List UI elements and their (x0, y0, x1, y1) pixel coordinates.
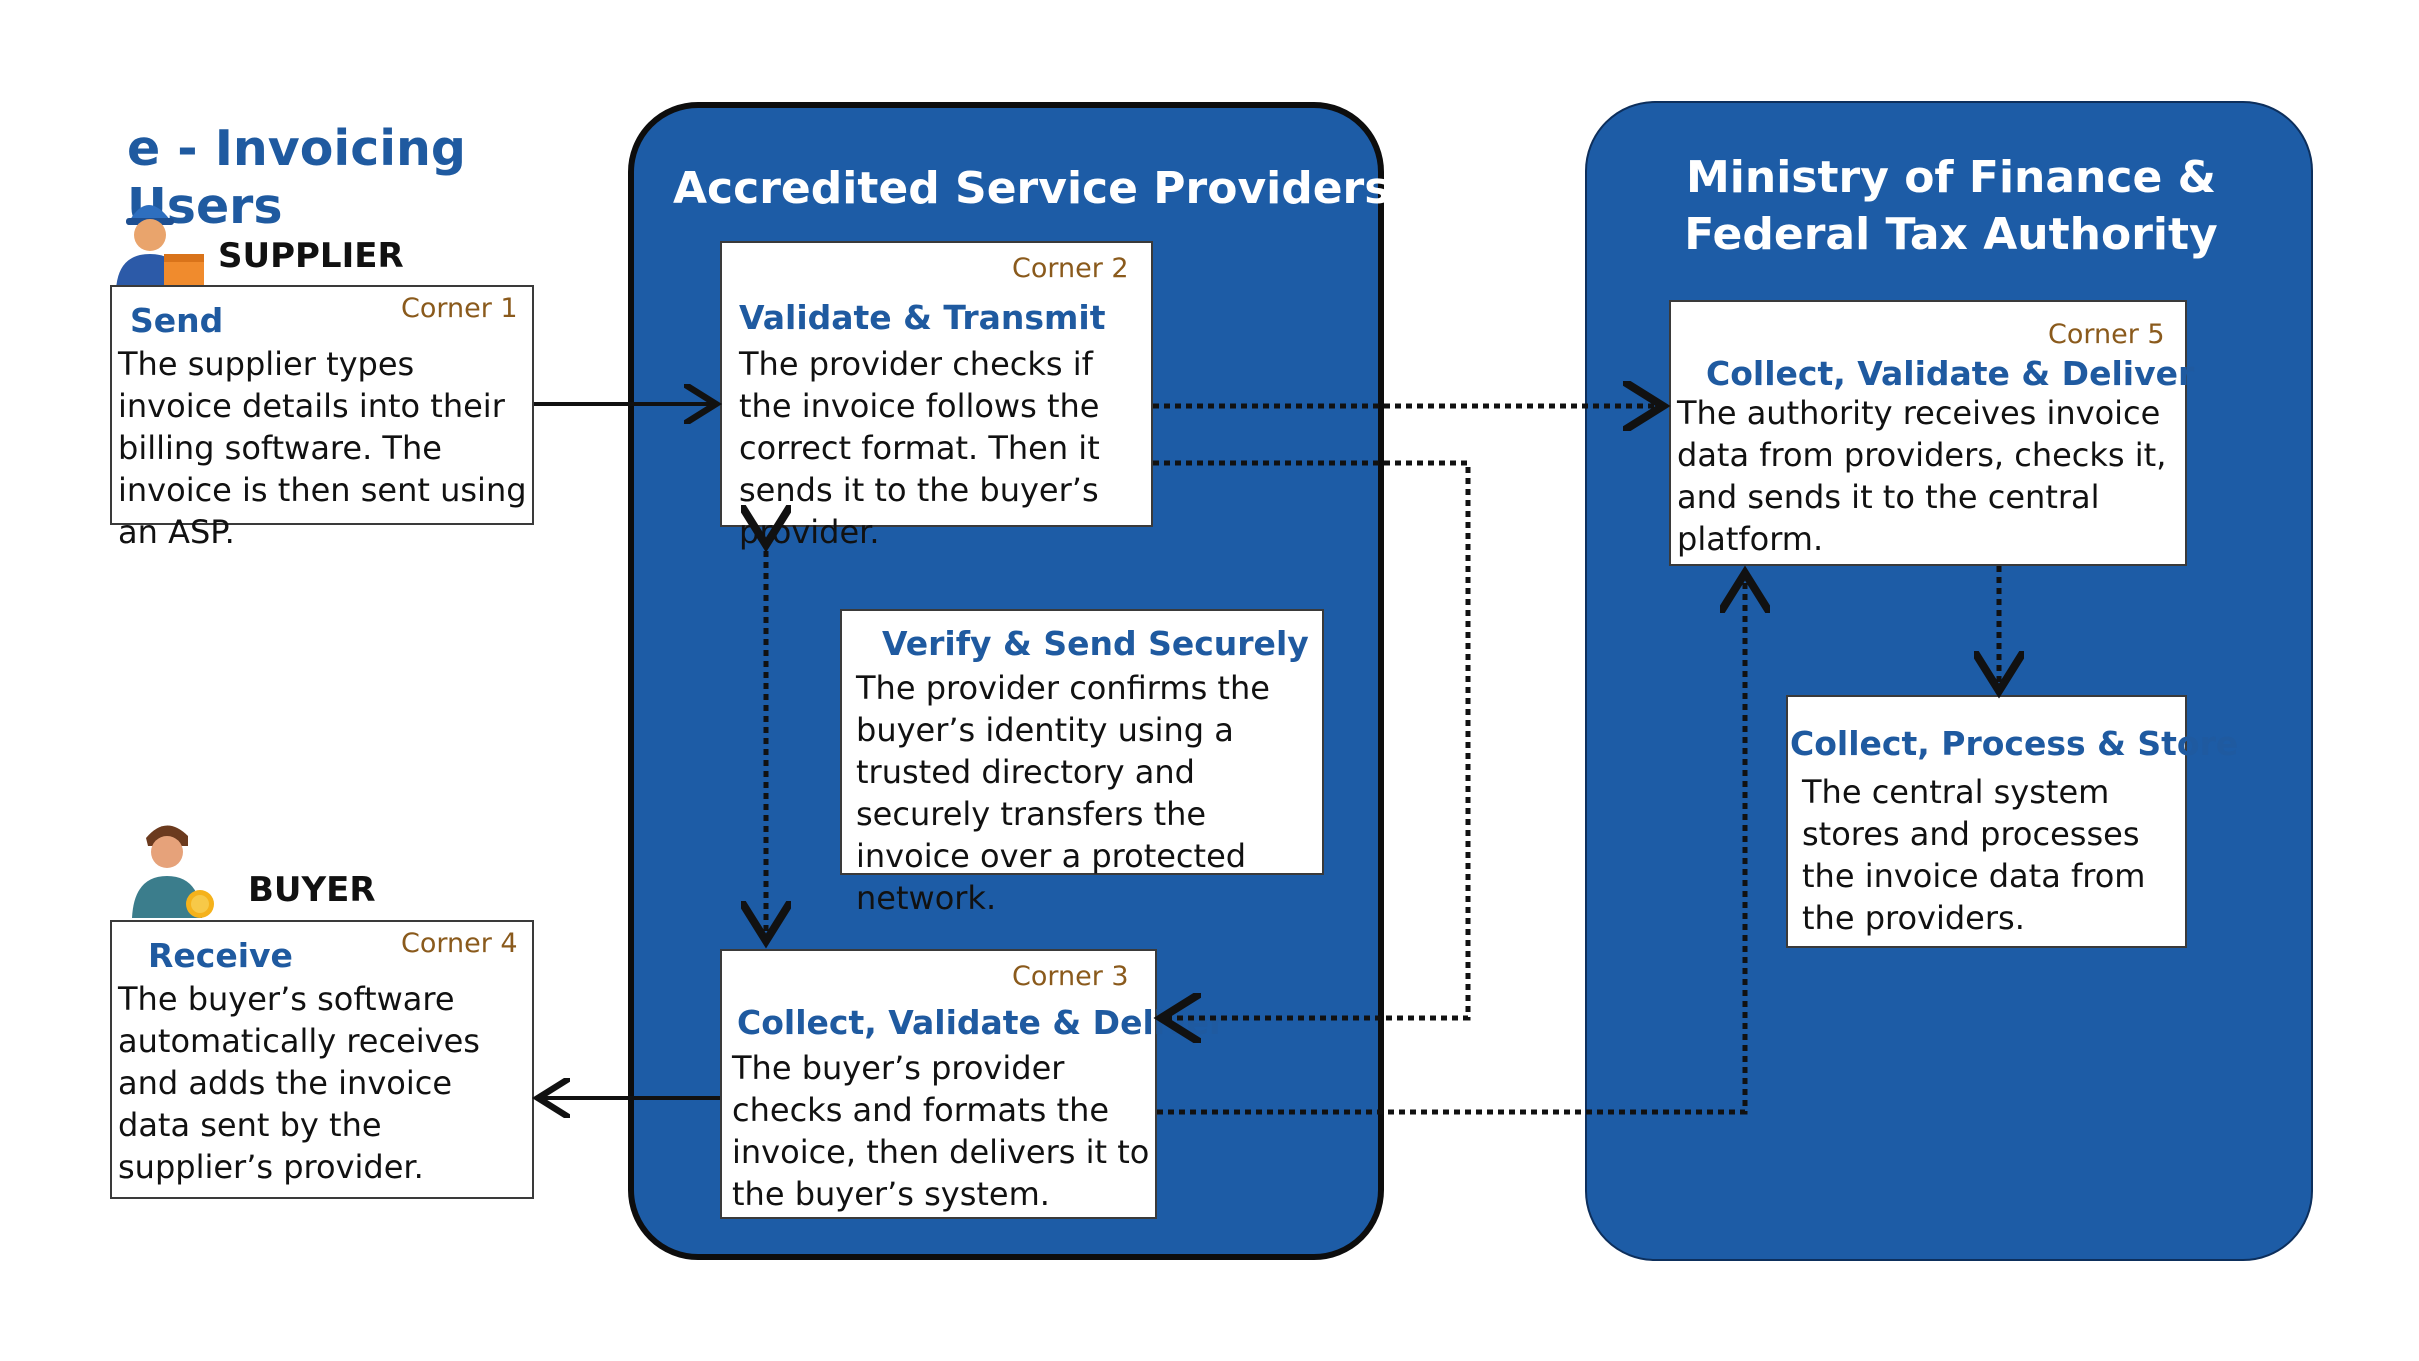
box-description: The provider confirms the buyer’s identi… (856, 669, 1270, 917)
corner-label: Corner 2 (1012, 253, 1129, 284)
buyer-provider-to-authority-arrow (1157, 578, 1745, 1115)
box-title: Collect, Process & Store (1790, 724, 2239, 763)
page-title: e - Invoicing Users (127, 120, 467, 235)
box-title: Verify & Send Securely (882, 624, 1309, 663)
box-title: Collect, Validate & Deliver (737, 1003, 1226, 1042)
box-description: The buyer’s provider checks and formats … (732, 1049, 1150, 1213)
supplier-worker-icon (108, 190, 208, 290)
box-title: Collect, Validate & Deliver (1706, 354, 2195, 393)
authority-box: Corner 5 Collect, Validate & Deliver The… (1669, 300, 2194, 566)
mof-panel: Ministry of Finance & Federal Tax Author… (1585, 101, 2313, 1261)
box-title: Send (130, 301, 224, 340)
mof-panel-title: Ministry of Finance & Federal Tax Author… (1684, 152, 2218, 260)
corner-label: Corner 3 (1012, 961, 1129, 992)
corner-label: Corner 4 (401, 928, 518, 959)
corner-label: Corner 1 (401, 293, 518, 324)
buyer-receive-box: Corner 4 Receive The buyer’s software au… (110, 920, 534, 1199)
buyer-provider-box: Corner 3 Collect, Validate & Deliver The… (720, 949, 1225, 1219)
box-title: Receive (148, 936, 293, 975)
box-description: The supplier types invoice details into … (118, 345, 527, 551)
box-description: The buyer’s software automatically recei… (118, 980, 480, 1186)
asp-panel-title: Accredited Service Providers (673, 163, 1391, 214)
central-store-box: Collect, Process & Store The central sys… (1786, 695, 2238, 948)
verify-send-box: Verify & Send Securely The provider conf… (840, 609, 1324, 917)
buyer-person-icon (128, 818, 223, 918)
supplier-label: SUPPLIER (218, 236, 404, 276)
buyer-label: BUYER (248, 870, 376, 910)
box-description: The authority receives invoice data from… (1677, 394, 2167, 558)
validate-transmit-box: Corner 2 Validate & Transmit The provide… (720, 241, 1153, 551)
corner-label: Corner 5 (2048, 319, 2165, 350)
provider-to-buyer-provider-arrow (1153, 460, 1471, 1018)
box-title: Validate & Transmit (739, 298, 1106, 337)
box-description: The central system stores and processes … (1802, 773, 2146, 937)
supplier-send-box: Corner 1 Send The supplier types invoice… (110, 285, 534, 551)
box-description: The provider checks if the invoice follo… (739, 345, 1100, 551)
